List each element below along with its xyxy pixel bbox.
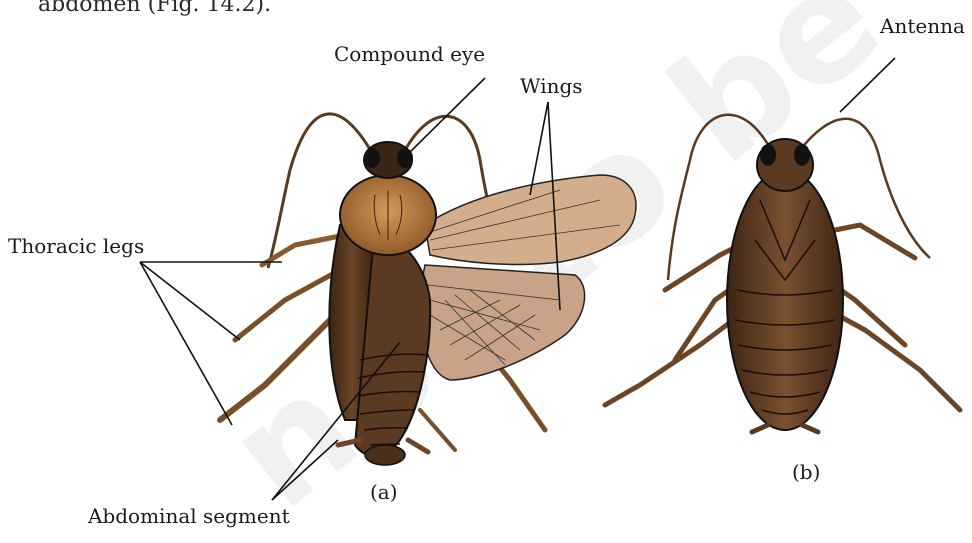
- compound-eye-label: Compound eye: [334, 44, 485, 64]
- cockroach-ventral-b: [605, 115, 960, 432]
- panel-b-label: (b): [792, 462, 820, 482]
- abdominal-segment-label: Abdominal segment: [88, 506, 290, 526]
- cockroach-figure: [0, 0, 972, 530]
- panel-a-label: (a): [370, 482, 398, 502]
- thoracic-legs-label: Thoracic legs: [8, 236, 144, 256]
- cockroach-dorsal-a: [220, 114, 636, 465]
- body-b: [727, 170, 843, 430]
- wings-label: Wings: [520, 76, 583, 96]
- antenna-label: Antenna: [880, 16, 965, 36]
